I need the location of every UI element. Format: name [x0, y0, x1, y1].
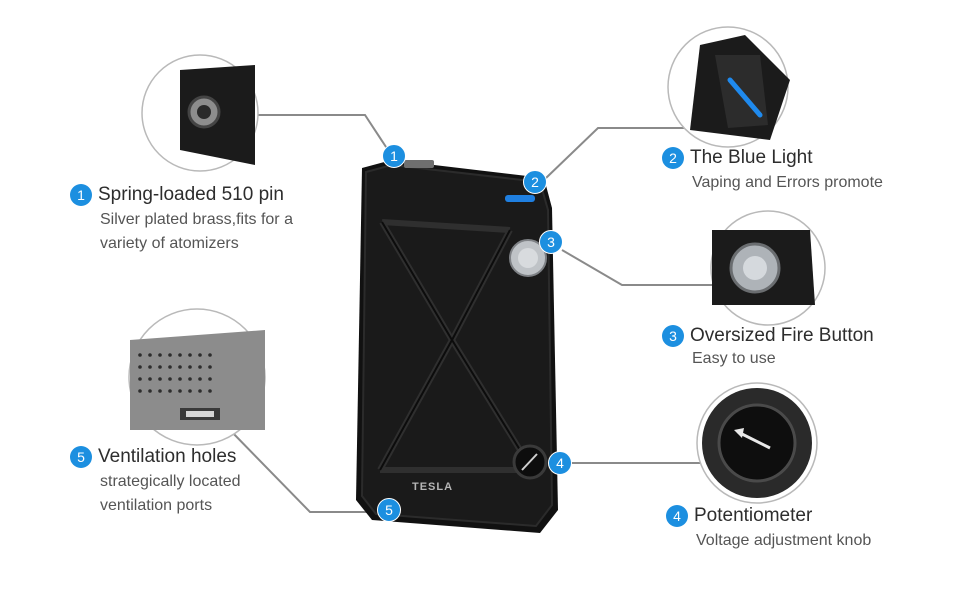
feature-2-title: The Blue Light — [690, 147, 813, 168]
marker-3: 3 — [539, 230, 563, 254]
marker-4: 4 — [548, 451, 572, 475]
connector-line-5 — [227, 427, 378, 513]
feature-5-desc-line-2: ventilation ports — [100, 497, 213, 514]
feature-2-desc-line-1: Vaping and Errors promote — [692, 174, 883, 191]
connector-lines — [227, 114, 720, 513]
blue-light-closeup — [667, 26, 790, 148]
marker-2: 2 — [523, 170, 547, 194]
feature-1: 1 Spring-loaded 510 pin Silver plated bra… — [70, 184, 293, 256]
feature-4-desc-line-1: Voltage adjustment knob — [696, 532, 872, 549]
feature-3-badge: 3 — [662, 325, 684, 347]
feature-4-title: Potentiometer — [694, 505, 813, 526]
feature-5-desc-line-1: strategically located — [100, 473, 241, 490]
feature-5-badge: 5 — [70, 446, 92, 468]
pin-closeup — [141, 54, 259, 172]
feature-1-title: Spring-loaded 510 pin — [98, 184, 284, 205]
feature-2: 2 The Blue Light Vaping and Errors promot… — [662, 147, 883, 195]
feature-5-title: Ventilation holes — [98, 446, 237, 467]
feature-1-badge: 1 — [70, 184, 92, 206]
feature-1-desc-line-2: variety of atomizers — [100, 235, 239, 252]
connector-line-1 — [258, 114, 389, 151]
marker-5: 5 — [377, 498, 401, 522]
vent-holes-closeup — [128, 308, 266, 446]
feature-3: 3 Oversized Fire Button Easy to use — [662, 325, 874, 371]
feature-1-desc-line-1: Silver plated brass,fits for a — [100, 211, 293, 228]
feature-4: 4 Potentiometer Voltage adjustment knob — [666, 505, 871, 553]
feature-3-desc-line-1: Easy to use — [692, 350, 776, 367]
connector-line-2 — [545, 127, 700, 179]
potentiometer-closeup — [696, 382, 818, 504]
connector-line-3 — [561, 249, 720, 286]
brand-logo: TESLA — [412, 481, 454, 493]
feature-4-badge: 4 — [666, 505, 688, 527]
feature-2-badge: 2 — [662, 147, 684, 169]
device-body — [356, 160, 558, 533]
feature-5: 5 Ventilation holes strategically located… — [70, 446, 241, 518]
marker-1: 1 — [382, 144, 406, 168]
fire-button-closeup — [710, 210, 826, 326]
feature-3-title: Oversized Fire Button — [690, 325, 874, 346]
